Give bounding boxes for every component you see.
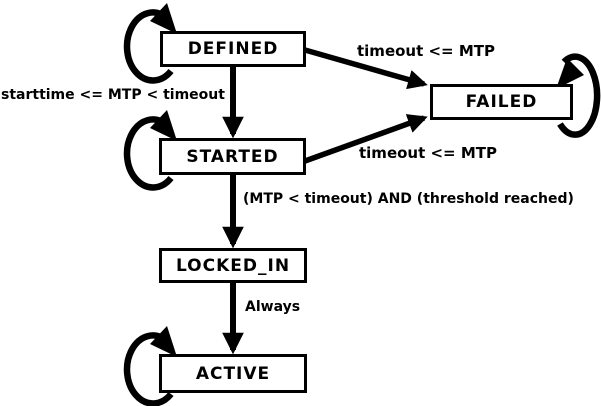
state-failed: FAILED: [430, 84, 573, 120]
self-loop-defined: [123, 3, 177, 84]
transition-label-defined-to-started: starttime <= MTP < timeout: [1, 87, 225, 103]
state-defined-label: DEFINED: [187, 39, 279, 59]
self-loop-active: [123, 326, 177, 406]
arrow-started-to-failed: [304, 114, 428, 164]
state-started: STARTED: [159, 138, 306, 175]
transition-label-locked-in-to-active: Always: [245, 299, 301, 315]
arrow-defined-to-failed: [304, 47, 428, 90]
state-locked-in-label: LOCKED_IN: [175, 255, 291, 276]
transition-label-started-to-locked-in: (MTP < timeout) AND (threshold reached): [243, 191, 574, 207]
state-started-label: STARTED: [186, 146, 279, 167]
self-loop-started: [123, 110, 177, 191]
state-defined: DEFINED: [160, 31, 306, 67]
state-active-label: ACTIVE: [195, 363, 271, 384]
transition-label-defined-to-failed: timeout <= MTP: [357, 42, 496, 60]
state-failed-label: FAILED: [465, 92, 538, 112]
state-locked-in: LOCKED_IN: [159, 248, 307, 283]
self-loop-failed: [556, 53, 601, 138]
state-active: ACTIVE: [159, 354, 307, 393]
transition-label-started-to-failed: timeout <= MTP: [359, 144, 498, 162]
